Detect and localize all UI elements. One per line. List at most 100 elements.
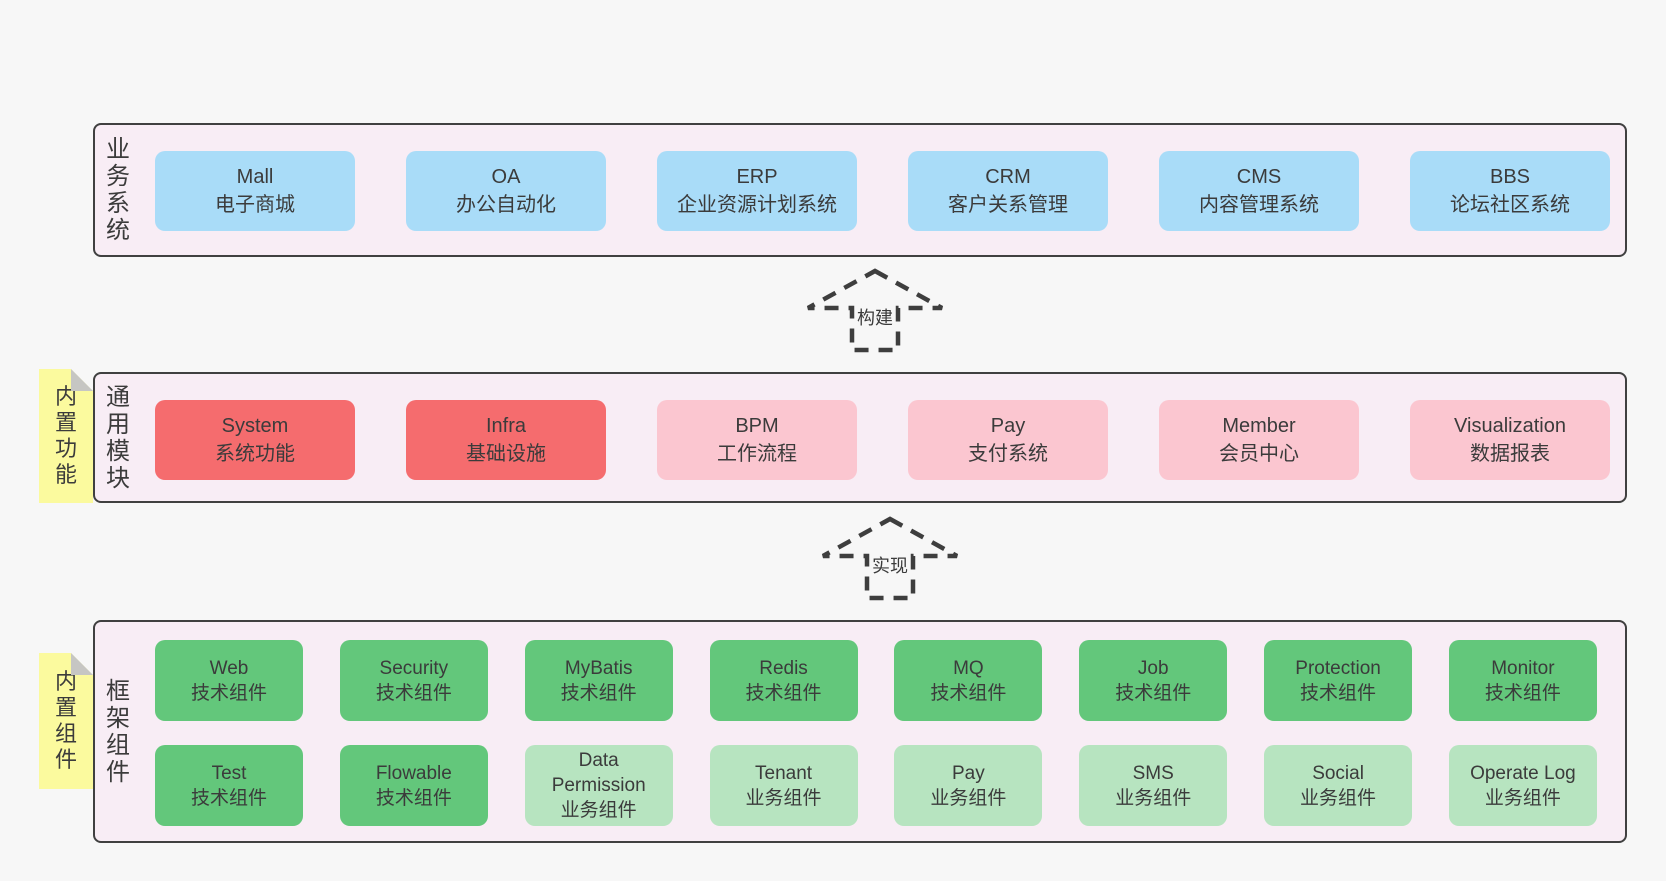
box-monitor: Monitor 技术组件 [1448, 640, 1597, 721]
band-framework-components: 框架组件 Web 技术组件 Security 技术组件 MyBatis 技术组件… [93, 620, 1627, 843]
box-web: Web 技术组件 [155, 640, 303, 721]
box-subtitle: 电子商城 [215, 194, 295, 216]
box-pay-module: Pay 支付系统 [908, 400, 1108, 480]
box-title: Pay [952, 762, 985, 784]
box-subtitle: 企业资源计划系统 [677, 194, 837, 216]
box-data-permission: Data Permission 业务组件 [524, 745, 673, 826]
box-title: MyBatis [564, 657, 633, 679]
box-visualization: Visualization 数据报表 [1410, 400, 1610, 480]
build-arrow-label: 构建 [857, 308, 893, 328]
box-title: Pay [990, 415, 1026, 437]
implement-arrow: 实现 [820, 516, 960, 602]
box-title: Web [209, 657, 249, 679]
box-title: MQ [953, 657, 984, 679]
box-subtitle: 业务组件 [1484, 787, 1561, 809]
box-operate-log: Operate Log 业务组件 [1448, 745, 1597, 826]
box-title: Infra [485, 415, 527, 437]
box-erp: ERP 企业资源计划系统 [657, 151, 857, 231]
box-subtitle: 会员中心 [1219, 443, 1299, 465]
box-test: Test 技术组件 [155, 745, 303, 826]
box-subtitle: 内容管理系统 [1199, 194, 1319, 216]
band-label-business-systems: 业务系统 [106, 136, 130, 244]
note-fold-corner-icon [71, 369, 93, 391]
box-mall: Mall 电子商城 [155, 151, 355, 231]
box-title: Data Permission [551, 750, 646, 796]
box-bpm: BPM 工作流程 [657, 400, 857, 480]
box-title: Mall [236, 166, 274, 188]
box-subtitle: 业务组件 [1300, 787, 1377, 809]
box-job: Job 技术组件 [1079, 640, 1228, 721]
box-title: SMS [1132, 762, 1174, 784]
band-label-common-modules: 通用模块 [106, 383, 130, 492]
box-subtitle: 技术组件 [375, 682, 452, 704]
box-title: BPM [735, 415, 779, 437]
box-subtitle: 技术组件 [190, 787, 267, 809]
box-subtitle: 技术组件 [560, 682, 637, 704]
box-title: Operate Log [1470, 762, 1576, 784]
box-oa: OA 办公自动化 [406, 151, 606, 231]
band-label-framework-components: 框架组件 [106, 677, 130, 786]
box-title: Protection [1295, 657, 1381, 679]
sticky-note-built-in-components: 内置组件 [39, 653, 93, 789]
box-social: Social 业务组件 [1264, 745, 1413, 826]
box-title: Tenant [755, 762, 813, 784]
box-mybatis: MyBatis 技术组件 [524, 640, 673, 721]
box-title: CRM [985, 166, 1031, 188]
box-title: Member [1222, 415, 1296, 437]
box-subtitle: 业务组件 [1115, 787, 1192, 809]
box-mq: MQ 技术组件 [894, 640, 1043, 721]
box-title: Redis [759, 657, 808, 679]
box-subtitle: 业务组件 [745, 787, 822, 809]
sticky-note-label: 内置组件 [54, 669, 77, 772]
box-subtitle: 工作流程 [717, 443, 797, 465]
box-subtitle: 技术组件 [745, 682, 822, 704]
sticky-note-built-in-features: 内置功能 [39, 369, 93, 503]
box-cms: CMS 内容管理系统 [1159, 151, 1359, 231]
box-subtitle: 支付系统 [968, 443, 1048, 465]
box-sms: SMS 业务组件 [1079, 745, 1228, 826]
business-box-row: Mall 电子商城 OA 办公自动化 ERP 企业资源计划系统 CRM 客户关系… [155, 151, 1610, 231]
sticky-note-label: 内置功能 [54, 384, 77, 487]
box-tenant: Tenant 业务组件 [709, 745, 858, 826]
box-subtitle: 业务组件 [930, 787, 1007, 809]
box-title: Social [1312, 762, 1364, 784]
box-protection: Protection 技术组件 [1264, 640, 1413, 721]
dashed-up-arrow-icon [821, 516, 959, 601]
box-title: Monitor [1491, 657, 1555, 679]
box-subtitle: 数据报表 [1470, 443, 1550, 465]
implement-arrow-label: 实现 [872, 556, 908, 576]
modules-box-row: System 系统功能 Infra 基础设施 BPM 工作流程 Pay 支付系统… [155, 400, 1610, 480]
box-system: System 系统功能 [155, 400, 355, 480]
box-subtitle: 技术组件 [1115, 682, 1192, 704]
box-flowable: Flowable 技术组件 [339, 745, 488, 826]
box-title: Visualization [1454, 415, 1566, 437]
box-member: Member 会员中心 [1159, 400, 1359, 480]
box-title: Security [379, 657, 449, 679]
band-common-modules: 通用模块 System 系统功能 Infra 基础设施 BPM 工作流程 Pay… [93, 372, 1627, 503]
box-subtitle: 技术组件 [1484, 682, 1561, 704]
box-security: Security 技术组件 [339, 640, 488, 721]
dashed-up-arrow-icon [806, 268, 944, 353]
box-subtitle: 系统功能 [215, 443, 295, 465]
box-title: System [221, 415, 289, 437]
box-subtitle: 业务组件 [560, 800, 637, 821]
build-arrow: 构建 [805, 268, 945, 354]
box-bbs: BBS 论坛社区系统 [1410, 151, 1610, 231]
box-redis: Redis 技术组件 [709, 640, 858, 721]
components-box-row-2: Test 技术组件 Flowable 技术组件 Data Permission … [155, 745, 1597, 826]
box-subtitle: 论坛社区系统 [1450, 194, 1570, 216]
box-pay-component: Pay 业务组件 [894, 745, 1043, 826]
box-crm: CRM 客户关系管理 [908, 151, 1108, 231]
note-fold-corner-icon [71, 653, 93, 675]
box-subtitle: 技术组件 [190, 682, 267, 704]
band-business-systems: 业务系统 Mall 电子商城 OA 办公自动化 ERP 企业资源计划系统 CRM… [93, 123, 1627, 257]
box-infra: Infra 基础设施 [406, 400, 606, 480]
box-title: Flowable [375, 762, 452, 784]
box-subtitle: 技术组件 [1300, 682, 1377, 704]
box-subtitle: 基础设施 [466, 443, 546, 465]
box-subtitle: 技术组件 [375, 787, 452, 809]
box-title: CMS [1236, 166, 1282, 188]
box-title: BBS [1489, 166, 1531, 188]
box-title: OA [491, 166, 521, 188]
